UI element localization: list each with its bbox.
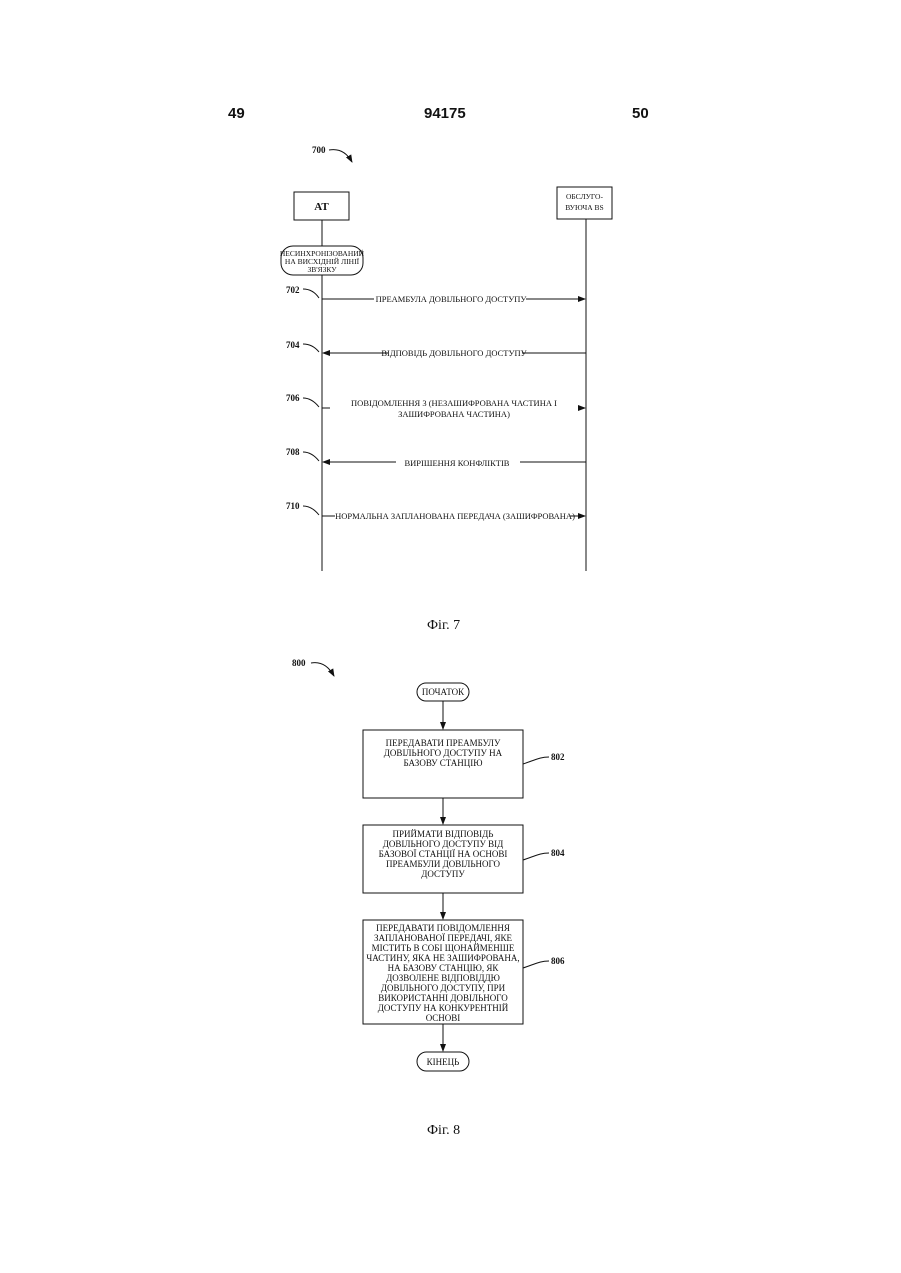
step-704-label: ВІДПОВІДЬ ДОВІЛЬНОГО ДОСТУПУ [381,348,527,358]
step-710-label: НОРМАЛЬНА ЗАПЛАНОВАНА ПЕРЕДАЧА (ЗАШИФРОВ… [335,511,575,521]
step-708-leader [303,452,319,461]
start-label: ПОЧАТОК [422,687,465,697]
step-708-ref: 708 [286,447,300,457]
at-label: AT [314,201,329,213]
end-label: КІНЕЦЬ [427,1057,460,1067]
bs-label-line2: ВУЮЧА BS [565,203,603,212]
box-804-line2: ДОВІЛЬНОГО ДОСТУПУ ВІД [383,839,504,849]
box-806-line10: ОСНОВІ [426,1013,461,1023]
step-704-ref: 704 [286,340,300,350]
step-702-ref: 702 [286,285,300,295]
box-806-ref: 806 [551,956,565,966]
step-708-label: ВИРІШЕННЯ КОНФЛІКТІВ [405,458,510,468]
box-806-line8: ВИКОРИСТАННІ ДОВІЛЬНОГО [378,993,508,1003]
box-802-line2: ДОВІЛЬНОГО ДОСТУПУ НА [384,748,503,758]
box-806-leader [523,961,549,968]
fig7-ref-arrow [329,150,352,162]
box-806-line2: ЗАПЛАНОВАНОЇ ПЕРЕДАЧІ, ЯКЕ [374,933,512,943]
figure-7: 700 AT ОБСЛУГО- ВУЮЧА BS НЕСИНХРОНІЗОВАН… [280,145,612,571]
box-802-line3: БАЗОВУ СТАНЦІЮ [403,758,482,768]
box-804-ref: 804 [551,848,565,858]
step-702-leader [303,289,319,298]
step-706-ref: 706 [286,393,300,403]
box-806-line4: ЧАСТИНУ, ЯКА НЕ ЗАШИФРОВАНА, [366,953,519,963]
box-802-leader [523,757,549,764]
box-804-line3: БАЗОВОЇ СТАНЦІЇ НА ОСНОВІ [379,849,508,859]
box-804-leader [523,853,549,860]
box-804-line4: ПРЕАМБУЛИ ДОВІЛЬНОГО [386,859,500,869]
box-804-line5: ДОСТУПУ [421,869,465,879]
fig8-ref-arrow [311,663,334,676]
step-706-label-line1: ПОВІДОМЛЕННЯ 3 (НЕЗАШИФРОВАНА ЧАСТИНА І [351,398,557,408]
fig7-caption: Фіг. 7 [427,618,460,634]
fig7-ref-label: 700 [312,145,326,155]
step-706-label-line2: ЗАШИФРОВАНА ЧАСТИНА) [398,409,510,419]
box-806-line9: ДОСТУПУ НА КОНКУРЕНТНІЙ [378,1003,509,1013]
step-704-leader [303,344,319,352]
box-804-line1: ПРИЙМАТИ ВІДПОВІДЬ [393,829,494,839]
fig8-ref-label: 800 [292,658,306,668]
state-line3: ЗВ'ЯЗКУ [307,265,337,274]
box-806-line1: ПЕРЕДАВАТИ ПОВІДОМЛЕННЯ [376,923,510,933]
box-802-ref: 802 [551,752,565,762]
box-806-line7: ДОВІЛЬНОГО ДОСТУПУ, ПРИ [381,983,506,993]
fig8-caption: Фіг. 8 [427,1123,460,1139]
box-802-line1: ПЕРЕДАВАТИ ПРЕАМБУЛУ [386,738,501,748]
figure-8: 800 ПОЧАТОК ПЕРЕДАВАТИ ПРЕАМБУЛУ ДОВІЛЬН… [292,658,565,1071]
bs-label-line1: ОБСЛУГО- [566,192,603,201]
box-806-line3: МІСТИТЬ В СОБІ ЩОНАЙМЕНШЕ [372,943,515,953]
step-710-leader [303,506,319,515]
step-710-ref: 710 [286,501,300,511]
step-706-leader [303,398,319,407]
step-702-label: ПРЕАМБУЛА ДОВІЛЬНОГО ДОСТУПУ [376,294,528,304]
box-806-line6: ДОЗВОЛЕНЕ ВІДПОВІДДЮ [386,973,500,983]
box-806-line5: НА БАЗОВУ СТАНЦІЮ, ЯК [388,963,500,973]
